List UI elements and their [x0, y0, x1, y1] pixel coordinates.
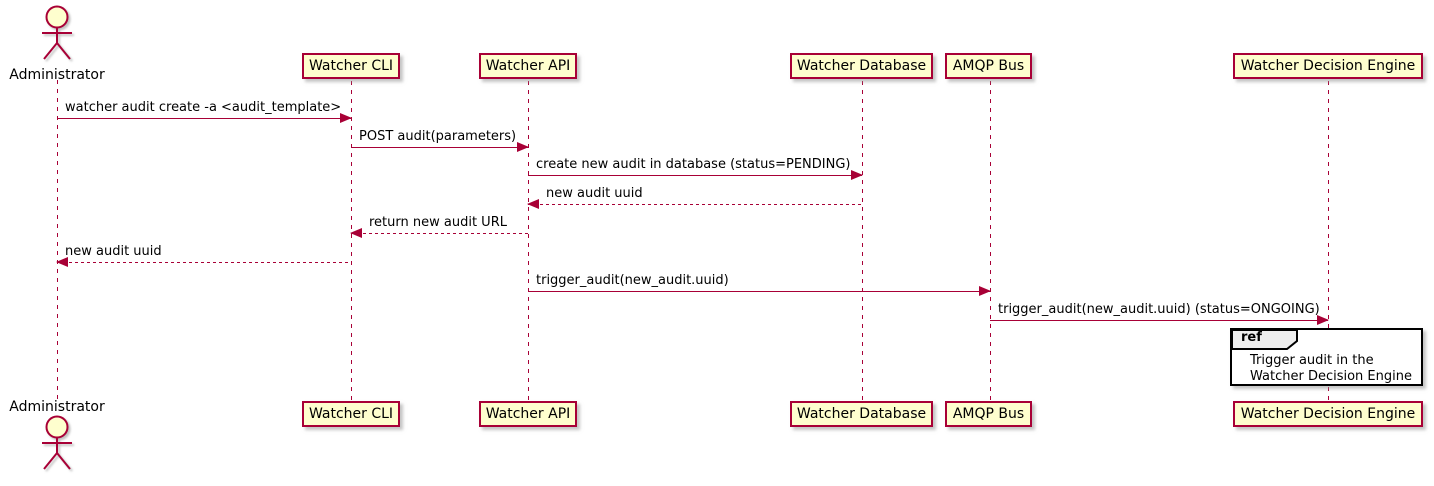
message-create-new-audit: create new audit in database (status=PEN… [528, 157, 863, 180]
arrowhead-icon [350, 228, 362, 238]
lifeline-administrator [57, 80, 58, 400]
arrowhead-icon [979, 286, 991, 296]
arrowhead-icon [1317, 315, 1329, 325]
actor-administrator-bottom: Administrator [2, 399, 112, 477]
actor-label: Administrator [9, 399, 105, 415]
message-label: trigger_audit(new_audit.uuid) [536, 273, 729, 288]
message-label: return new audit URL [369, 215, 507, 230]
participant-label: Watcher Database [796, 406, 927, 422]
message-line [528, 175, 862, 176]
message-line [57, 262, 351, 263]
message-post-audit: POST audit(parameters) [351, 129, 529, 152]
ref-text-line: Trigger audit in the [1250, 353, 1374, 368]
arrowhead-icon [851, 170, 863, 180]
participant-watcher-cli-bottom: Watcher CLI [302, 401, 400, 427]
participant-label: Watcher CLI [308, 406, 394, 422]
lifeline-watcher-api [528, 81, 529, 400]
ref-keyword: ref [1241, 330, 1262, 345]
message-line [528, 291, 990, 292]
actor-icon [42, 415, 72, 470]
lifeline-watcher-cli [351, 81, 352, 400]
participant-amqp-bus-top: AMQP Bus [945, 53, 1032, 79]
message-watcher-audit-create: watcher audit create -a <audit_template> [57, 100, 352, 123]
participant-label: Watcher Decision Engine [1240, 406, 1416, 422]
participant-watcher-api-bottom: Watcher API [479, 401, 577, 427]
message-line [990, 320, 1328, 321]
arrowhead-icon [527, 199, 539, 209]
participant-label: Watcher API [485, 406, 571, 422]
participant-watcher-decision-engine-top: Watcher Decision Engine [1233, 53, 1423, 79]
participant-label: AMQP Bus [952, 406, 1025, 422]
ref-header: ref [1231, 329, 1299, 350]
ref-fragment: ref Trigger audit in the Watcher Decisio… [1230, 328, 1423, 386]
participant-amqp-bus-bottom: AMQP Bus [945, 401, 1032, 427]
arrowhead-icon [517, 142, 529, 152]
participant-watcher-cli-top: Watcher CLI [302, 53, 400, 79]
participant-label: Watcher API [485, 58, 571, 74]
participant-label: AMQP Bus [952, 58, 1025, 74]
arrowhead-icon [56, 257, 68, 267]
message-line [351, 147, 528, 148]
actor-administrator-top: Administrator [2, 5, 112, 83]
message-trigger-audit-ongoing: trigger_audit(new_audit.uuid) (status=ON… [990, 302, 1329, 325]
participant-label: Watcher CLI [308, 58, 394, 74]
participant-watcher-api-top: Watcher API [479, 53, 577, 79]
message-new-audit-uuid-return: new audit uuid [527, 186, 862, 209]
message-line [57, 118, 351, 119]
arrowhead-icon [340, 113, 352, 123]
participant-watcher-database-top: Watcher Database [790, 53, 933, 79]
message-label: POST audit(parameters) [359, 129, 517, 144]
message-label: watcher audit create -a <audit_template> [65, 100, 342, 115]
message-label: new audit uuid [546, 186, 643, 201]
message-return-new-audit-url: return new audit URL [350, 215, 528, 238]
participant-watcher-database-bottom: Watcher Database [790, 401, 933, 427]
actor-label: Administrator [9, 67, 105, 83]
participant-label: Watcher Database [796, 58, 927, 74]
ref-tab-icon [1231, 329, 1298, 350]
participant-label: Watcher Decision Engine [1240, 58, 1416, 74]
ref-text: Trigger audit in the Watcher Decision En… [1250, 353, 1412, 385]
message-label: create new audit in database (status=PEN… [536, 157, 851, 172]
message-label: new audit uuid [65, 244, 162, 259]
ref-text-line: Watcher Decision Engine [1250, 369, 1412, 384]
actor-icon [42, 5, 72, 60]
lifeline-watcher-database [862, 81, 863, 400]
lifeline-watcher-decision-engine [1328, 81, 1329, 400]
message-trigger-audit: trigger_audit(new_audit.uuid) [528, 273, 991, 296]
message-line [528, 204, 862, 205]
message-label: trigger_audit(new_audit.uuid) (status=ON… [998, 302, 1320, 317]
lifeline-amqp-bus [990, 81, 991, 400]
participant-watcher-decision-engine-bottom: Watcher Decision Engine [1233, 401, 1423, 427]
message-line [351, 233, 528, 234]
message-new-audit-uuid-to-admin: new audit uuid [56, 244, 351, 267]
